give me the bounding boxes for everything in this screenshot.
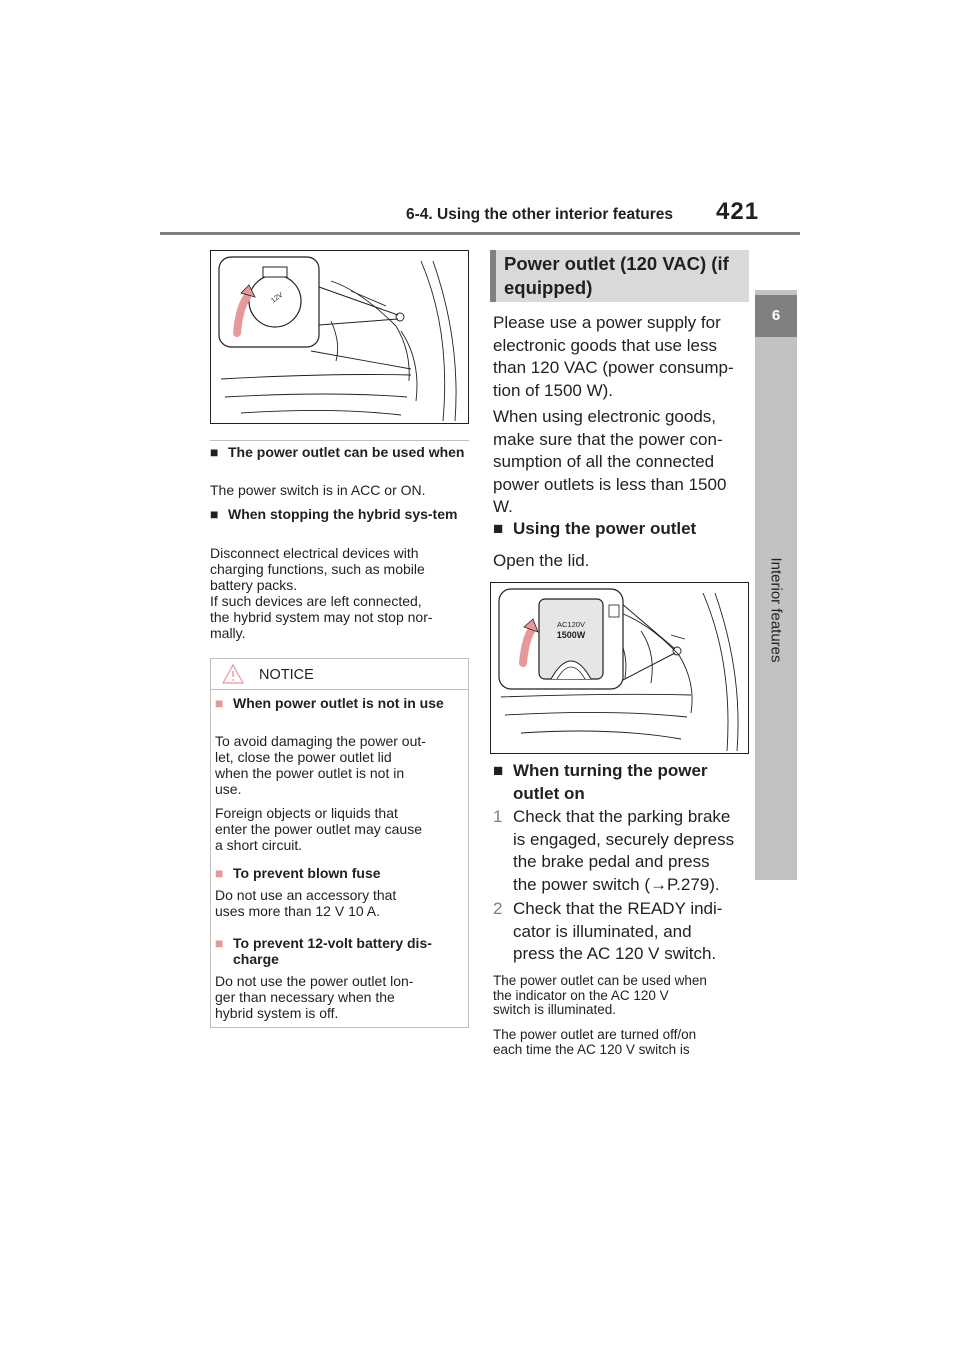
text-line: switch is illuminated. [493, 1002, 617, 1017]
section-heading-line: Power outlet (120 VAC) (if [504, 253, 729, 274]
step-number: 2 [493, 899, 503, 918]
text-line: let, close the power outlet lid [215, 749, 392, 765]
note-paragraph-1: The power outlet can be used when the in… [493, 973, 755, 1018]
square-bullet-icon: ■ [493, 519, 504, 538]
subheading-can-be-used: ■ The power outlet can be used when [210, 444, 469, 460]
divider [210, 440, 469, 441]
text-line: the hybrid system may not stop nor- [210, 609, 433, 625]
text-line: make sure that the power con- [493, 429, 723, 449]
cargo-area-drawing: 12V [218, 256, 457, 422]
header-rule [160, 232, 800, 235]
text-line: To avoid damaging the power out- [215, 733, 426, 749]
body-text-block: Disconnect electrical devices with charg… [210, 545, 469, 641]
notice-subheading: ■ To prevent 12-volt battery dis-charge [215, 935, 465, 967]
intro-paragraph-1: Please use a power supply for electronic… [493, 312, 755, 402]
ac-outlet-illustration: AC120V 1500W [490, 582, 749, 754]
text-line: sumption of all the connected [493, 452, 715, 471]
text-line: Check that the parking brake [513, 807, 731, 826]
text-line: Do not use an accessory that [215, 887, 397, 903]
note-paragraph-2: The power outlet are turned off/on each … [493, 1027, 755, 1057]
subheading-text: outlet on [513, 783, 585, 803]
intro-paragraph-2: When using electronic goods, make sure t… [493, 406, 755, 519]
notice-subheading: ■ To prevent blown fuse [215, 865, 465, 881]
text-line: When using electronic goods, [493, 407, 717, 426]
subheading-stopping-hybrid: ■ When stopping the hybrid sys-tem [210, 506, 469, 522]
notice-box: NOTICE ■When power outlet is not in use … [210, 658, 469, 1028]
text-line: battery packs. [210, 577, 298, 593]
step-number: 1 [493, 807, 503, 826]
notice-title: NOTICE [259, 667, 314, 683]
text-line: cator is illuminated, and [513, 921, 692, 941]
text-line: Disconnect electrical devices with [210, 545, 419, 561]
text-line: tion of 1500 W). [493, 380, 614, 400]
chapter-title: Interior features [767, 557, 785, 663]
text-line: enter the power outlet may cause [215, 821, 423, 837]
text-line: the brake pedal and press [513, 852, 710, 871]
text-line: electronic goods that use less [493, 335, 717, 355]
text-line: press the AC 120 V switch. [513, 944, 717, 963]
text-line: Check that the READY indi- [513, 899, 723, 918]
square-bullet-icon: ■ [493, 761, 504, 780]
power-outlet-lid-illustration: 12V [210, 250, 469, 424]
square-bullet-icon: ■ [215, 935, 224, 951]
step-2: 2 Check that the READY indi- cator is il… [493, 898, 755, 966]
chapter-side-tab: 6 Interior features [755, 290, 797, 880]
text-line: W. [493, 497, 513, 516]
step-1: 1 Check that the parking brake is engage… [493, 806, 755, 896]
body-text: The power switch is in ACC or ON. [210, 482, 426, 498]
text-line: Please use a power supply for [493, 313, 721, 332]
notice-subheading: ■ When power outlet is not in use [215, 695, 465, 711]
notice-text-block: Do not use the power outlet lon- ger tha… [215, 973, 465, 1021]
text-line: If such devices are left connected, [210, 593, 422, 609]
text-line: hybrid system is off. [215, 1005, 339, 1021]
section-heading-line: equipped) [504, 277, 593, 298]
body-text: Open the lid. [493, 551, 590, 570]
notice-header: NOTICE [211, 659, 468, 689]
text-line: than 120 VAC (power consump- [493, 358, 734, 377]
text-line: use. [215, 781, 242, 797]
subheading-text: Using the power outlet [513, 519, 697, 538]
subheading-using-outlet: ■ Using the power outlet [493, 518, 755, 541]
text-line: the power switch (→P.279). [513, 874, 720, 894]
text-line: The power outlet are turned off/on [493, 1027, 697, 1042]
text-line: power outlets is less than 1500 [493, 474, 727, 494]
text-line: Do not use the power outlet lon- [215, 973, 414, 989]
notice-text-block: To avoid damaging the power out- let, cl… [215, 733, 465, 797]
square-bullet-icon: ■ [210, 506, 219, 522]
subheading-text: When turning the power [513, 761, 708, 780]
text-line: uses more than 12 V 10 A. [215, 903, 380, 919]
outlet-label-1500w: 1500W [557, 630, 586, 640]
chapter-number: 6 [755, 295, 797, 337]
warning-triangle-icon [222, 664, 244, 684]
page-number: 421 [716, 198, 760, 225]
text-line: is engaged, securely depress [513, 829, 735, 849]
text-line: mally. [210, 625, 246, 641]
text-line: the indicator on the AC 120 V [493, 987, 669, 1003]
notice-subheading-text: To prevent blown fuse [233, 865, 381, 881]
outlet-label-ac120v: AC120V [557, 620, 585, 629]
text-line: a short circuit. [215, 837, 303, 853]
subheading-text: When stopping the hybrid sys-tem [228, 506, 458, 522]
text-line: ger than necessary when the [215, 989, 395, 1005]
notice-text-block: Do not use an accessory that uses more t… [215, 887, 465, 919]
section-heading: Power outlet (120 VAC) (if equipped) [490, 250, 749, 302]
square-bullet-icon: ■ [215, 865, 224, 881]
text-line: charging functions, such as mobile [210, 561, 425, 577]
notice-text-block: Foreign objects or liquids that enter th… [215, 805, 465, 853]
text-line: Foreign objects or liquids that [215, 805, 398, 821]
text-line: The power outlet can be used when [493, 973, 707, 988]
text-line: when the power outlet is not in [215, 765, 405, 781]
text-line: each time the AC 120 V switch is [493, 1041, 690, 1057]
section-header-title: 6-4. Using the other interior features [406, 206, 673, 223]
square-bullet-icon: ■ [215, 695, 224, 711]
notice-subheading-text: To prevent 12-volt battery dis-charge [233, 935, 432, 967]
notice-rule [211, 689, 468, 690]
ac-outlet-drawing: AC120V 1500W [498, 588, 739, 752]
subheading-text: The power outlet can be used when [228, 444, 465, 460]
subheading-turning-on: ■ When turning the power outlet on [493, 760, 755, 805]
notice-subheading-text: When power outlet is not in use [233, 695, 444, 711]
square-bullet-icon: ■ [210, 444, 219, 460]
